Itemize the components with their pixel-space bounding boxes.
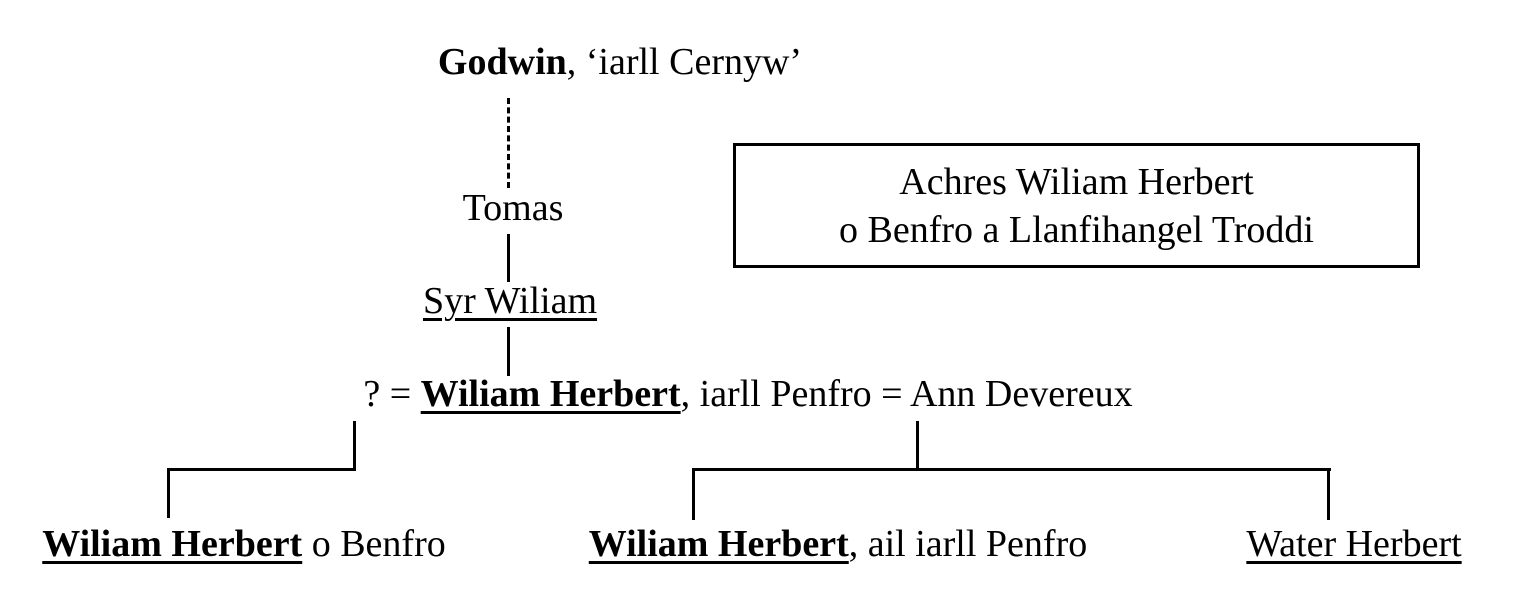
person-godwin: Godwin, ‘iarll Cernyw’ xyxy=(437,41,803,84)
child3-name: Water Herbert xyxy=(1246,523,1462,565)
child1-suffix: o Benfro xyxy=(302,523,446,565)
marriage2-drop-line xyxy=(916,421,919,470)
person-ann-devereux: Ann Devereux xyxy=(909,373,1133,415)
child2-name: Wiliam Herbert xyxy=(588,523,849,565)
person-wiliam-herbert-title: , iarll Penfro = xyxy=(680,373,910,415)
person-tomas-name: Tomas xyxy=(462,187,564,229)
person-wiliam-herbert-o-benfro: Wiliam Herbert o Benfro xyxy=(42,523,446,566)
child1-name: Wiliam Herbert xyxy=(42,523,303,565)
person-wiliam-herbert-name: Wiliam Herbert xyxy=(420,373,681,415)
person-godwin-name: Godwin xyxy=(437,41,567,83)
person-wiliam-herbert-ail-iarll: Wiliam Herbert, ail iarll Penfro xyxy=(588,523,1088,566)
unknown-spouse: ? = xyxy=(363,373,421,415)
child2-suffix: , ail iarll Penfro xyxy=(848,523,1088,565)
pedigree-title-line1: Achres Wiliam Herbert xyxy=(899,160,1254,203)
marriage-row: ? = Wiliam Herbert, iarll Penfro = Ann D… xyxy=(363,373,1133,416)
person-syr-wiliam: Syr Wiliam xyxy=(422,280,598,323)
child1-drop-line xyxy=(167,468,170,518)
marriage1-branch-bar xyxy=(167,468,356,471)
person-tomas: Tomas xyxy=(462,187,564,230)
marriage2-branch-bar xyxy=(692,468,1331,471)
marriage1-drop-line xyxy=(353,421,356,470)
child2-drop-line xyxy=(692,468,695,520)
descent-line-tomas xyxy=(507,234,510,282)
child3-drop-line xyxy=(1327,468,1330,520)
person-godwin-epithet: , ‘iarll Cernyw’ xyxy=(566,41,803,83)
pedigree-title-box: Achres Wiliam Herbert o Benfro a Llanfih… xyxy=(733,143,1420,268)
uncertain-descent-line xyxy=(507,98,510,188)
descent-line-syr-wiliam xyxy=(507,327,510,376)
pedigree-title-line2: o Benfro a Llanfihangel Troddi xyxy=(839,208,1314,251)
person-water-herbert: Water Herbert xyxy=(1246,523,1462,566)
person-syr-wiliam-name: Syr Wiliam xyxy=(422,280,598,322)
